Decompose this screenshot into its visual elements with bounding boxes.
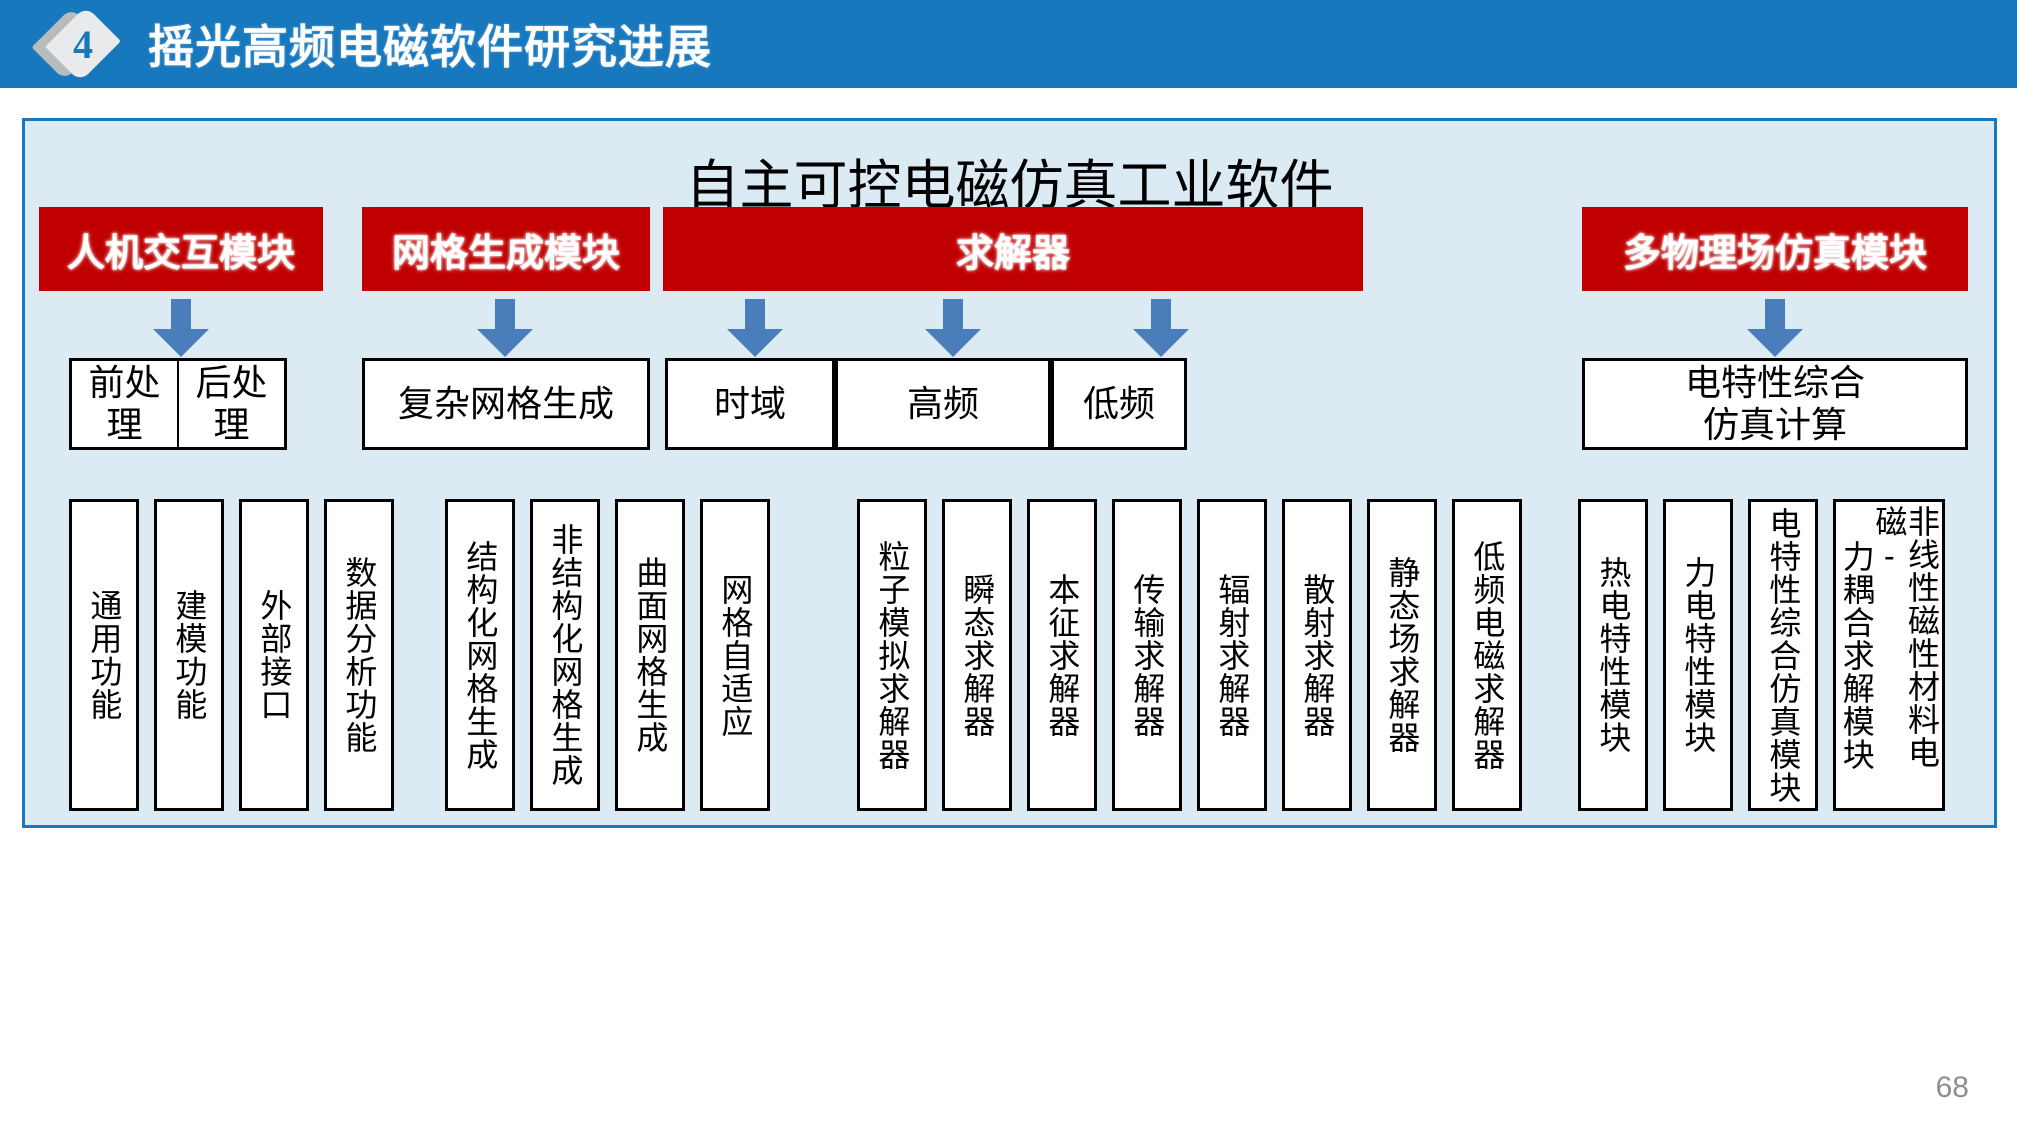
feature-box-solver-5[interactable]: 散射求解器: [1282, 499, 1352, 811]
feature-box-multiphysics-0[interactable]: 热电特性模块: [1578, 499, 1648, 811]
feature-label: 力电特性模块: [1680, 556, 1717, 754]
feature-label: 热电特性模块: [1595, 556, 1632, 754]
subbox-elec-line2: 仿真计算: [1702, 404, 1847, 445]
feature-label: 辐射求解器: [1214, 572, 1251, 738]
architecture-panel: 自主可控电磁仿真工业软件 人机交互模块 网格生成模块 求解器 多物理场仿真模块 …: [22, 118, 1997, 828]
arrow-down-icon-high-freq: [925, 299, 981, 357]
feature-box-multiphysics-3[interactable]: 力耦合求解模块 非线性磁性材料电磁-: [1833, 499, 1945, 811]
arrow-down-icon-hmi: [153, 299, 209, 357]
slide-number-badge: 4: [0, 0, 132, 88]
feature-label: 瞬态求解器: [959, 572, 996, 738]
subbox-elec-line1: 电特性综合: [1684, 361, 1865, 403]
feature-box-mesh-2[interactable]: 曲面网格生成: [615, 499, 685, 811]
arrow-down-icon-mesh: [477, 299, 533, 357]
feature-label: 传输求解器: [1129, 572, 1166, 738]
feature-box-mesh-3[interactable]: 网格自适应: [700, 499, 770, 811]
feature-label: 通用功能: [86, 589, 123, 721]
arrow-down-icon-low-freq: [1133, 299, 1189, 357]
feature-label: 外部接口: [256, 589, 293, 721]
feature-box-solver-1[interactable]: 瞬态求解器: [942, 499, 1012, 811]
feature-label: 低频电磁求解器: [1469, 539, 1506, 771]
feature-label: 网格自适应: [717, 572, 754, 738]
module-header-solver[interactable]: 求解器: [663, 207, 1363, 291]
feature-box-solver-3[interactable]: 传输求解器: [1112, 499, 1182, 811]
feature-box-multiphysics-2[interactable]: 电特性综合仿真模块: [1748, 499, 1818, 811]
feature-box-hmi-0[interactable]: 通用功能: [69, 499, 139, 811]
feature-label: 结构化网格生成: [462, 539, 499, 771]
feature-label: 非结构化网格生成: [547, 523, 584, 787]
module-header-multiphysics[interactable]: 多物理场仿真模块: [1582, 207, 1968, 291]
feature-label-col2: 力耦合求解模块: [1838, 539, 1875, 771]
feature-box-solver-6[interactable]: 静态场求解器: [1367, 499, 1437, 811]
feature-box-hmi-1[interactable]: 建模功能: [154, 499, 224, 811]
slide-header: 4 摇光高频电磁软件研究进展: [0, 0, 2017, 88]
feature-box-hmi-2[interactable]: 外部接口: [239, 499, 309, 811]
subbox-low-frequency[interactable]: 低频: [1051, 358, 1187, 450]
feature-box-solver-7[interactable]: 低频电磁求解器: [1452, 499, 1522, 811]
feature-box-multiphysics-1[interactable]: 力电特性模块: [1663, 499, 1733, 811]
page-number: 68: [1935, 1071, 1969, 1104]
feature-label: 静态场求解器: [1384, 556, 1421, 754]
feature-box-hmi-3[interactable]: 数据分析功能: [324, 499, 394, 811]
feature-box-mesh-1[interactable]: 非结构化网格生成: [530, 499, 600, 811]
panel-title: 自主可控电磁仿真工业软件: [685, 156, 1334, 216]
subbox-elec-comprehensive[interactable]: 电特性综合 仿真计算: [1582, 358, 1968, 450]
subbox-post-process[interactable]: 后处理: [177, 358, 287, 450]
module-header-mesh[interactable]: 网格生成模块: [362, 207, 650, 291]
badge-number-text: 4: [73, 21, 93, 67]
feature-box-solver-0[interactable]: 粒子模拟求解器: [857, 499, 927, 811]
feature-box-mesh-0[interactable]: 结构化网格生成: [445, 499, 515, 811]
module-header-hmi[interactable]: 人机交互模块: [39, 207, 323, 291]
feature-label-col1: 非线性磁性材料电磁-: [1871, 505, 1940, 769]
subbox-time-domain[interactable]: 时域: [665, 358, 835, 450]
subbox-high-frequency[interactable]: 高频: [835, 358, 1051, 450]
feature-box-solver-2[interactable]: 本征求解器: [1027, 499, 1097, 811]
feature-label: 电特性综合仿真模块: [1765, 506, 1802, 804]
feature-label: 曲面网格生成: [632, 556, 669, 754]
feature-label: 建模功能: [171, 589, 208, 721]
subbox-complex-mesh[interactable]: 复杂网格生成: [362, 358, 650, 450]
feature-box-solver-4[interactable]: 辐射求解器: [1197, 499, 1267, 811]
page-title: 摇光高频电磁软件研究进展: [148, 21, 712, 73]
arrow-down-icon-time-domain: [727, 299, 783, 357]
subbox-pre-process[interactable]: 前处理: [69, 358, 179, 450]
feature-label: 本征求解器: [1044, 572, 1081, 738]
feature-label: 散射求解器: [1299, 572, 1336, 738]
feature-label: 数据分析功能: [341, 556, 378, 754]
arrow-down-icon-multiphysics: [1747, 299, 1803, 357]
feature-label: 粒子模拟求解器: [874, 539, 911, 771]
